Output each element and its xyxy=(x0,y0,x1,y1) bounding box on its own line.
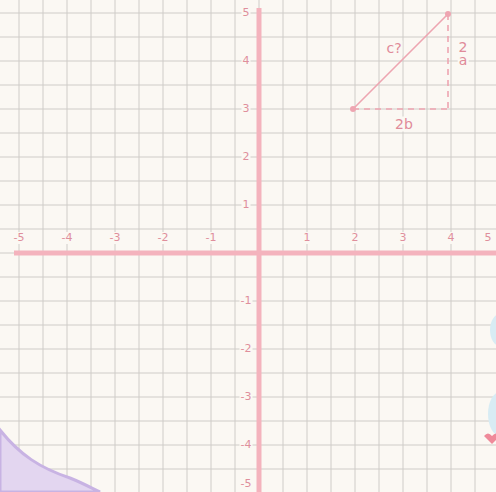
x-tick-label: -1 xyxy=(205,232,218,244)
y-axis xyxy=(257,8,262,492)
x-tick-label: 1 xyxy=(303,232,312,244)
grid-line xyxy=(0,253,496,254)
x-tick-label: 4 xyxy=(447,232,456,244)
horizontal-leg xyxy=(353,108,448,110)
grid-line xyxy=(0,133,496,134)
point xyxy=(350,106,356,112)
grid-line xyxy=(139,0,140,492)
grid-line xyxy=(115,0,116,492)
y-tick-label: 1 xyxy=(242,199,251,211)
blue-blob xyxy=(488,392,496,436)
y-tick-label: 2 xyxy=(242,151,251,163)
grid-line xyxy=(211,0,212,492)
y-tick-label: 5 xyxy=(242,7,251,19)
x-tick-label: -4 xyxy=(61,232,74,244)
grid-line xyxy=(43,0,44,492)
x-tick-label: 3 xyxy=(399,232,408,244)
x-tick-label: 5 xyxy=(484,232,493,244)
y-tick-label: -1 xyxy=(240,295,253,307)
grid-line xyxy=(475,0,476,492)
grid-line xyxy=(259,0,260,492)
grid-line xyxy=(403,0,404,492)
grid-line xyxy=(19,0,20,492)
hypotenuse-label: c? xyxy=(385,41,402,56)
grid-line xyxy=(0,181,496,182)
x-axis xyxy=(14,251,496,256)
grid-line xyxy=(0,469,496,470)
x-tick-label: -2 xyxy=(157,232,170,244)
x-tick-label: 2 xyxy=(351,232,360,244)
heart-decoration xyxy=(484,434,496,445)
x-tick-label: -3 xyxy=(109,232,122,244)
side-length-label: 2b xyxy=(394,117,414,132)
grid-line xyxy=(283,0,284,492)
grid-line xyxy=(379,0,380,492)
grid-line xyxy=(427,0,428,492)
y-tick-label: -4 xyxy=(240,439,253,451)
grid-line xyxy=(0,373,496,374)
y-tick-label: -2 xyxy=(240,343,253,355)
side-variable-label: a xyxy=(458,53,469,68)
vertical-leg xyxy=(447,14,449,109)
y-tick-label: 3 xyxy=(242,103,251,115)
grid-line xyxy=(163,0,164,492)
grid-line xyxy=(0,37,496,38)
grid-line xyxy=(307,0,308,492)
grid-line xyxy=(331,0,332,492)
hypotenuse xyxy=(353,14,448,109)
grid-line xyxy=(0,421,496,422)
blue-blob xyxy=(490,314,496,346)
grid-line xyxy=(0,85,496,86)
grid-line xyxy=(91,0,92,492)
purple-blob xyxy=(0,430,100,492)
x-tick-label: -5 xyxy=(13,232,26,244)
grid-line xyxy=(67,0,68,492)
grid-line xyxy=(355,0,356,492)
point xyxy=(445,11,451,17)
grid-line xyxy=(451,0,452,492)
grid-line xyxy=(0,325,496,326)
grid-line xyxy=(0,229,496,230)
grid-line xyxy=(187,0,188,492)
grid-line xyxy=(235,0,236,492)
y-tick-label: 4 xyxy=(242,55,251,67)
y-tick-label: -5 xyxy=(240,478,253,490)
y-tick-label: -3 xyxy=(240,391,253,403)
grid-line xyxy=(0,277,496,278)
